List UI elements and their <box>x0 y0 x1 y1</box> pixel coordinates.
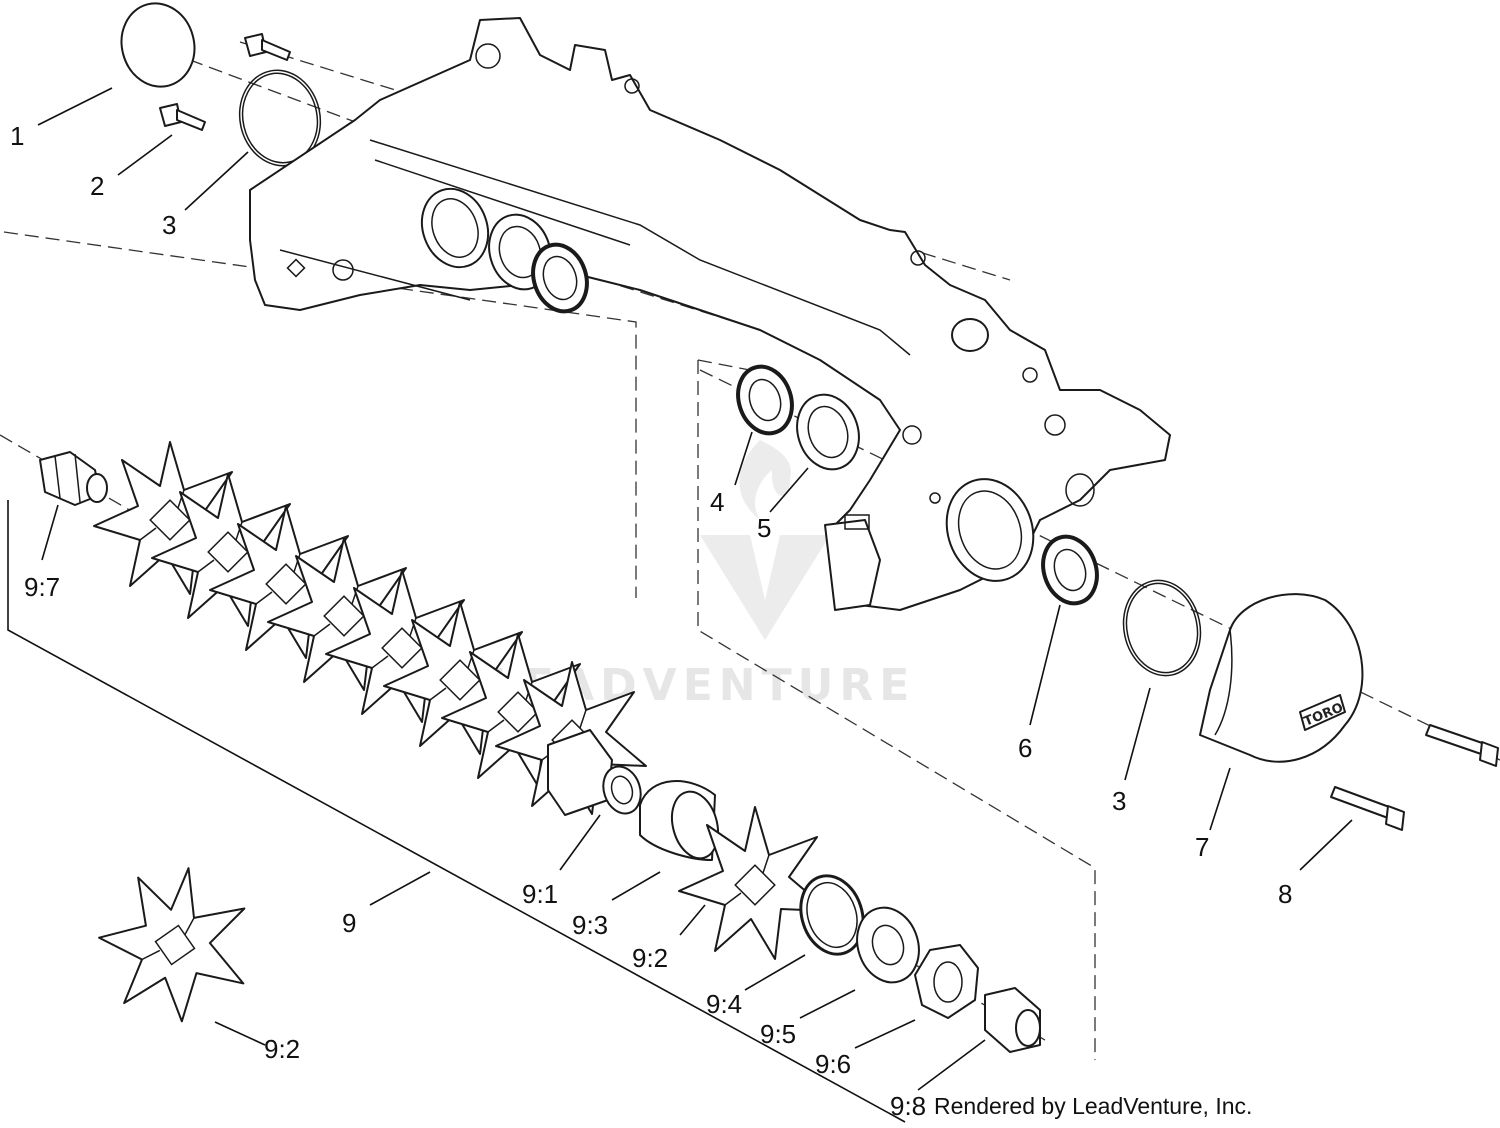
callout-9-1: 9:1 <box>522 879 558 909</box>
callout-3-left: 3 <box>162 210 176 240</box>
watermark-logo-icon <box>700 440 830 640</box>
side-plate-housing <box>249 17 1171 611</box>
callout-9: 9 <box>342 908 356 938</box>
callout-9-4: 9:4 <box>706 989 742 1019</box>
leader-lines <box>37 87 1353 1091</box>
callout-5: 5 <box>757 513 771 543</box>
callout-9-5: 9:5 <box>760 1019 796 1049</box>
callout-8: 8 <box>1278 879 1292 909</box>
callout-9-3: 9:3 <box>572 910 608 940</box>
part-4-seal <box>736 364 794 436</box>
bearing-left-housing <box>488 213 589 314</box>
callout-3-right: 3 <box>1112 786 1126 816</box>
part-9-2-star-loose <box>86 853 263 1032</box>
reel-assembly-bracket <box>7 500 906 1123</box>
callout-labels: 1 2 3 3 4 5 6 7 8 9 9:1 9:2 9:2 9:3 9:4 … <box>10 121 1292 1121</box>
callout-9-2-assembly: 9:2 <box>632 943 668 973</box>
part-9-1-hub <box>547 729 642 816</box>
callout-9-7: 9:7 <box>24 572 60 602</box>
callout-7: 7 <box>1195 832 1209 862</box>
part-9-7-shaft-end <box>39 451 108 506</box>
part-9-4-ring <box>799 874 865 956</box>
part-3-oring-right <box>1122 579 1202 677</box>
callout-9-8: 9:8 <box>890 1091 926 1121</box>
callout-1: 1 <box>10 121 24 151</box>
part-9-8-shaft-end <box>984 987 1041 1053</box>
callout-9-6: 9:6 <box>815 1049 851 1079</box>
part-9-6-nut <box>914 944 979 1019</box>
part-8-bolts <box>1330 724 1499 831</box>
callout-9-2-loose: 9:2 <box>264 1034 300 1064</box>
callout-2: 2 <box>90 171 104 201</box>
part-9-3-sleeve <box>639 780 720 861</box>
part-5-bearing <box>796 393 860 471</box>
part-2-bolts <box>159 33 291 131</box>
callout-4: 4 <box>710 487 724 517</box>
part-6-seal <box>1041 534 1099 606</box>
part-7-end-cover: TORO <box>1199 593 1364 763</box>
part-1-cover <box>120 2 196 88</box>
callout-6: 6 <box>1018 733 1032 763</box>
part-9-5-washer <box>856 906 920 984</box>
render-credit: Rendered by LeadVenture, Inc. <box>934 1093 1252 1119</box>
